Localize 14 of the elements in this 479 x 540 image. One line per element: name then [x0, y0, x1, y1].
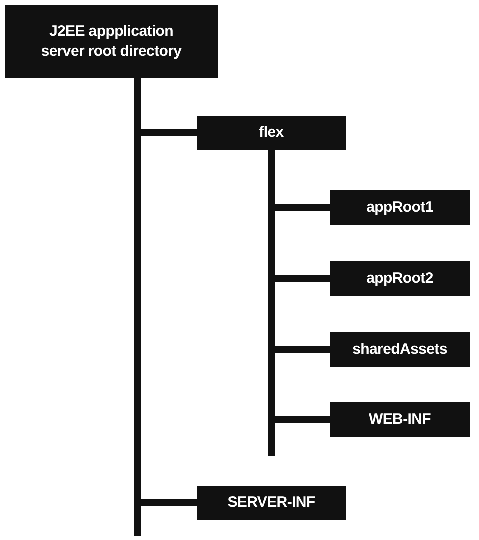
- folder-name: WEB-INF: [368, 410, 432, 430]
- folder-box: [330, 190, 470, 225]
- folder-box: [5, 5, 218, 78]
- folder-name: flex: [259, 123, 284, 143]
- folder-box: [330, 261, 470, 296]
- folder-name: sharedAssets: [352, 340, 448, 360]
- folder-name: J2EE appplication server root directory: [40, 22, 183, 61]
- folder-name: SERVER-INF: [228, 493, 316, 513]
- folder-box: [330, 332, 470, 367]
- folder-box: [197, 486, 346, 520]
- folder-box: [197, 116, 346, 150]
- folder-name: appRoot2: [366, 268, 434, 288]
- folder-box: [330, 402, 470, 437]
- folder-name: appRoot1: [366, 198, 434, 218]
